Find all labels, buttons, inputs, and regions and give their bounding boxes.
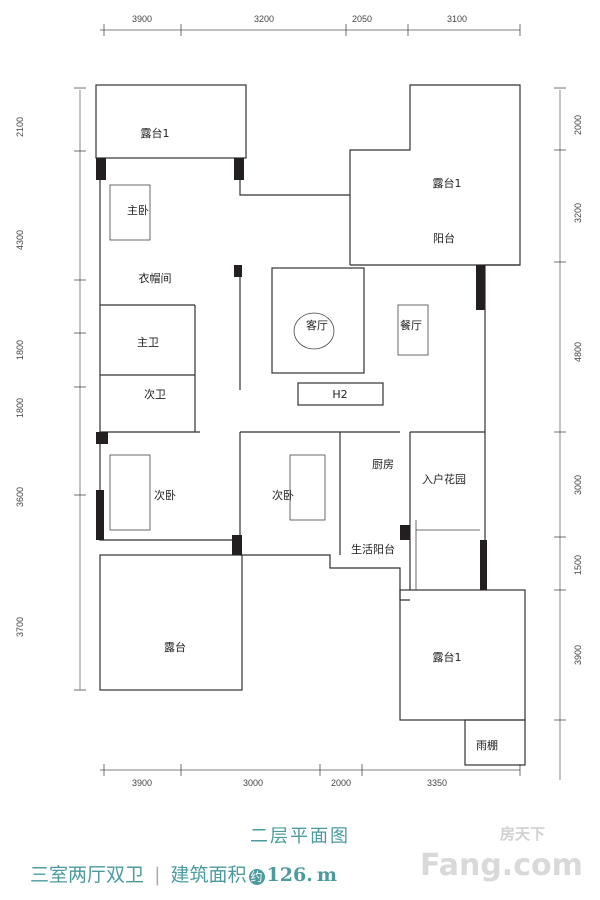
furniture (109, 184, 480, 590)
room-living: 客厅 (306, 318, 328, 332)
dim-top-2: 3200 (254, 14, 274, 24)
room-terrace-bottom-left: 露台 (164, 640, 186, 654)
room-walk-in-closet: 衣帽间 (139, 271, 172, 285)
room-dining: 餐厅 (400, 318, 422, 332)
room-labels: 露台1 主卧 衣帽间 主卫 次卫 客厅 餐厅 H2 阳台 露台1 次卧 次卧 厨… (127, 126, 498, 752)
area-unit: m (316, 864, 337, 886)
dim-right-3: 4800 (573, 342, 583, 362)
approx-badge: 约 (248, 869, 265, 885)
watermark-cn: 房天下 (500, 825, 546, 843)
separator: | (154, 864, 161, 886)
dim-top-4: 3100 (447, 14, 467, 24)
room-kitchen: 厨房 (372, 458, 394, 471)
dim-left-3: 1800 (15, 340, 25, 360)
area-label: 建筑面积 (170, 864, 247, 886)
dim-left-1: 2100 (15, 117, 25, 137)
room-terrace1-top-left: 露台1 (141, 126, 170, 140)
dim-right-6: 3900 (573, 645, 583, 665)
watermark-logo: Fang.com (420, 848, 583, 883)
dim-left-6: 3700 (15, 617, 25, 637)
dim-right-2: 3200 (573, 203, 583, 223)
dim-bottom-1: 3900 (132, 778, 152, 788)
dim-right-4: 3000 (573, 475, 583, 495)
room-terrace1-top-right: 露台1 (433, 176, 462, 190)
dim-left-4: 1800 (15, 398, 25, 418)
dim-left-2: 4300 (15, 230, 25, 250)
walls-outline (95, 84, 526, 766)
room-bedroom-mid: 次卧 (272, 488, 294, 502)
walls-solid (96, 158, 487, 590)
room-utility-balcony: 生活阳台 (351, 542, 395, 556)
room-master-bath: 主卫 (137, 336, 159, 349)
dim-left-5: 3600 (15, 487, 25, 507)
dim-bottom-2: 3000 (243, 778, 263, 788)
room-terrace1-bottom-right: 露台1 (433, 650, 462, 664)
dim-bottom-3: 2000 (331, 778, 351, 788)
room-h2: H2 (332, 388, 347, 401)
dim-right-1: 2000 (573, 115, 583, 135)
dimension-lines (74, 24, 566, 780)
room-entry-garden: 入户花园 (422, 472, 466, 486)
area-value: 126. (266, 864, 313, 886)
room-canopy: 雨棚 (476, 738, 498, 752)
dim-top-3: 2050 (352, 14, 372, 24)
dim-top-1: 3900 (132, 14, 152, 24)
dimension-labels: 3900 3200 2050 3100 3900 3000 2000 3350 … (15, 14, 583, 788)
room-balcony: 阳台 (433, 231, 455, 245)
room-bedroom-left: 次卧 (154, 488, 176, 502)
room-master-bedroom: 主卧 (127, 204, 149, 217)
room-second-bath: 次卫 (144, 387, 166, 401)
layout-text: 三室两厅双卫 (30, 864, 145, 886)
plan-title: 二层平面图 (250, 826, 350, 847)
dim-right-5: 1500 (573, 555, 583, 575)
dim-bottom-4: 3350 (427, 778, 447, 788)
